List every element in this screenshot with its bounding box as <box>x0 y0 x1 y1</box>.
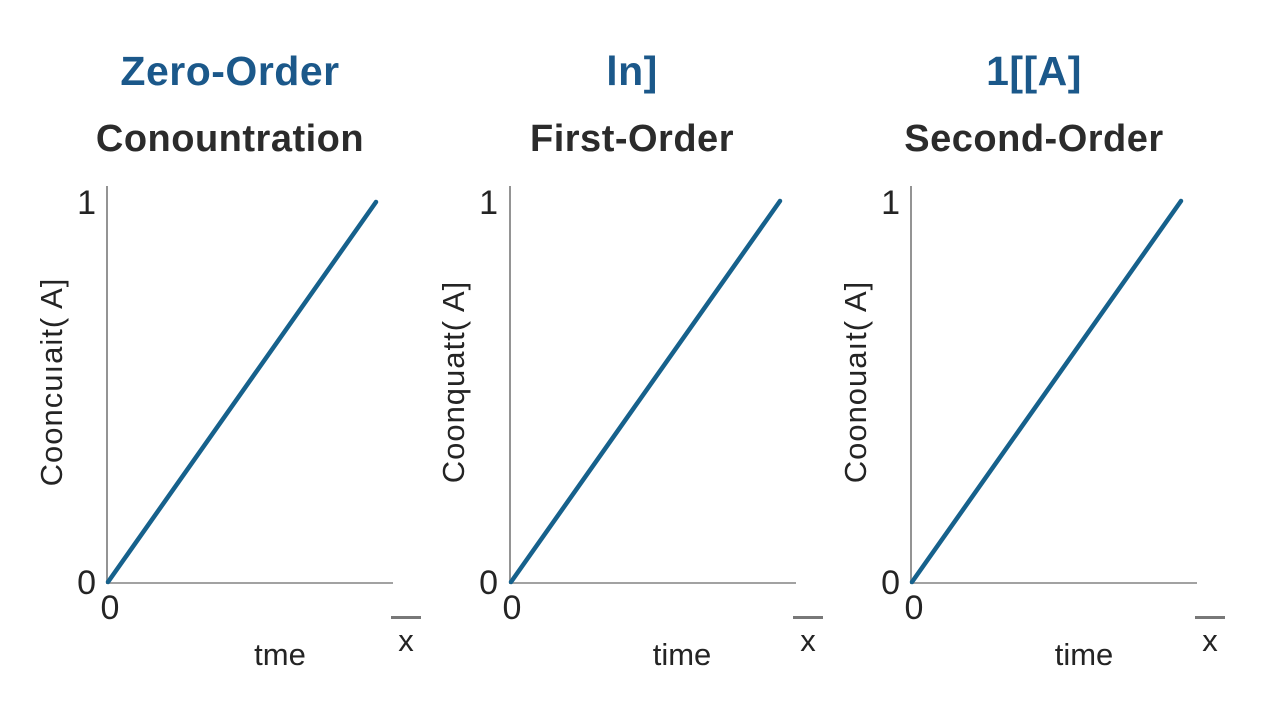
data-line <box>105 199 379 585</box>
x-bar-annotation: x <box>1193 616 1227 658</box>
panel-first-order: ln] First-Order 1 0 0 Coonquatt( A] time… <box>402 0 828 720</box>
panel-second-order: 1[[A] Second-Order 1 0 0 Coonouaıt( A] t… <box>804 0 1230 720</box>
y-tick-1: 1 <box>881 184 900 222</box>
panel-title: Zero-Order <box>120 48 340 94</box>
x-bar-base-letter: x <box>398 623 414 658</box>
y-axis-label: Cooncuıait( A] <box>34 277 69 487</box>
panel-subtitle: Conountration <box>95 118 365 160</box>
y-axis-label: Coonquatt( A] <box>436 280 471 484</box>
y-axis-label: Coonouaıt( A] <box>838 280 873 484</box>
y-tick-0: 0 <box>881 564 900 602</box>
data-line <box>909 198 1184 585</box>
overline-mark <box>391 616 421 619</box>
x-axis-label: time <box>652 637 712 672</box>
y-tick-1: 1 <box>77 184 96 222</box>
overline-mark <box>793 616 823 619</box>
x-bar-base-letter: x <box>1202 623 1218 658</box>
panel-title: 1[[A] <box>986 48 1082 94</box>
zero-order-plot <box>105 186 393 585</box>
y-tick-1: 1 <box>479 184 498 222</box>
panel-subtitle: First-Order <box>530 118 734 160</box>
panel-title: ln] <box>606 48 658 94</box>
x-axis-label: tme <box>254 637 306 672</box>
x-tick-0: 0 <box>502 589 522 627</box>
x-bar-base-letter: x <box>800 623 816 658</box>
x-tick-0: 0 <box>904 589 924 627</box>
panel-zero-order: Zero-Order Conountration 1 0 0 Cooncuıai… <box>0 0 426 720</box>
overline-mark <box>1195 616 1225 619</box>
data-line <box>508 198 783 585</box>
x-bar-annotation: x <box>389 616 423 658</box>
y-tick-0: 0 <box>77 564 96 602</box>
x-bar-annotation: x <box>791 616 825 658</box>
first-order-plot <box>508 186 796 585</box>
y-tick-0: 0 <box>479 564 498 602</box>
second-order-plot <box>909 186 1197 585</box>
x-axis-label: time <box>1054 637 1114 672</box>
panel-subtitle: Second-Order <box>904 118 1164 160</box>
x-tick-0: 0 <box>100 589 120 627</box>
